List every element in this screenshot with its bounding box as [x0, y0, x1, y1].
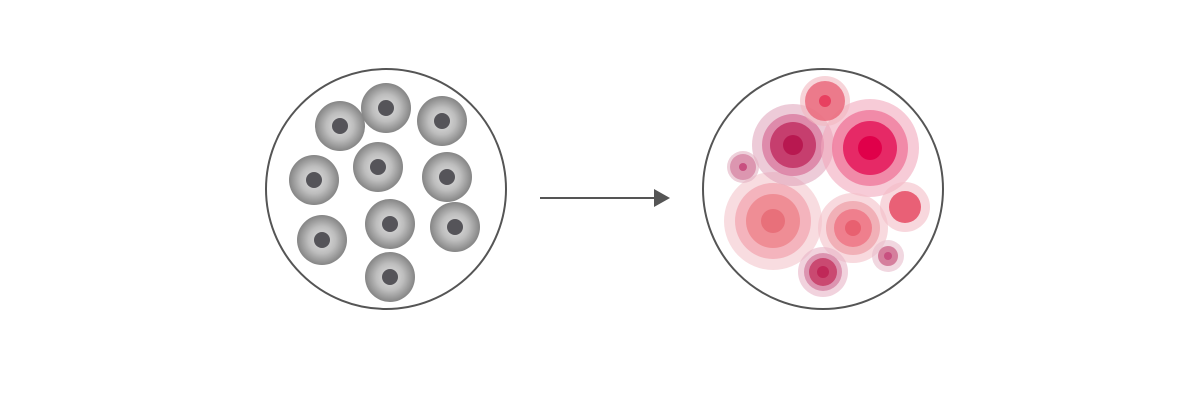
cell-nucleus — [447, 219, 463, 235]
normal-cell — [430, 202, 480, 252]
cancer-cell — [821, 99, 919, 197]
cancer-cell — [800, 76, 850, 126]
cell-nucleus — [884, 252, 892, 260]
cell-nucleus — [306, 172, 322, 188]
cancer-cell — [724, 172, 822, 270]
cell-nucleus — [889, 191, 921, 223]
cancer-cell — [752, 104, 834, 186]
arrow-head-icon — [654, 189, 670, 207]
cell-nucleus — [378, 100, 394, 116]
normal-cell — [365, 252, 415, 302]
normal-cell — [417, 96, 467, 146]
normal-cell — [289, 155, 339, 205]
normal-cell — [353, 142, 403, 192]
normal-cell — [315, 101, 365, 151]
cell-nucleus — [382, 269, 398, 285]
cancer-cell — [872, 240, 904, 272]
transformation-arrow — [540, 189, 670, 207]
cell-nucleus — [819, 95, 831, 107]
cell-nucleus — [761, 209, 785, 233]
normal-cell — [422, 152, 472, 202]
cancer-cell — [880, 182, 930, 232]
cell-nucleus — [783, 135, 803, 155]
cell-nucleus — [817, 266, 829, 278]
cell-nucleus — [382, 216, 398, 232]
cell-nucleus — [845, 220, 861, 236]
cancer-cell — [727, 151, 759, 183]
normal-cell — [297, 215, 347, 265]
cell-nucleus — [739, 163, 747, 171]
cell-nucleus — [332, 118, 348, 134]
cell-nucleus — [370, 159, 386, 175]
normal-cells-dish — [265, 68, 507, 310]
cell-nucleus — [434, 113, 450, 129]
cancer-cell — [818, 193, 888, 263]
normal-cell — [365, 199, 415, 249]
normal-cell — [361, 83, 411, 133]
cancer-cells-dish — [702, 68, 944, 310]
cell-nucleus — [439, 169, 455, 185]
cell-nucleus — [858, 136, 882, 160]
cancer-cell — [798, 247, 848, 297]
cell-nucleus — [314, 232, 330, 248]
